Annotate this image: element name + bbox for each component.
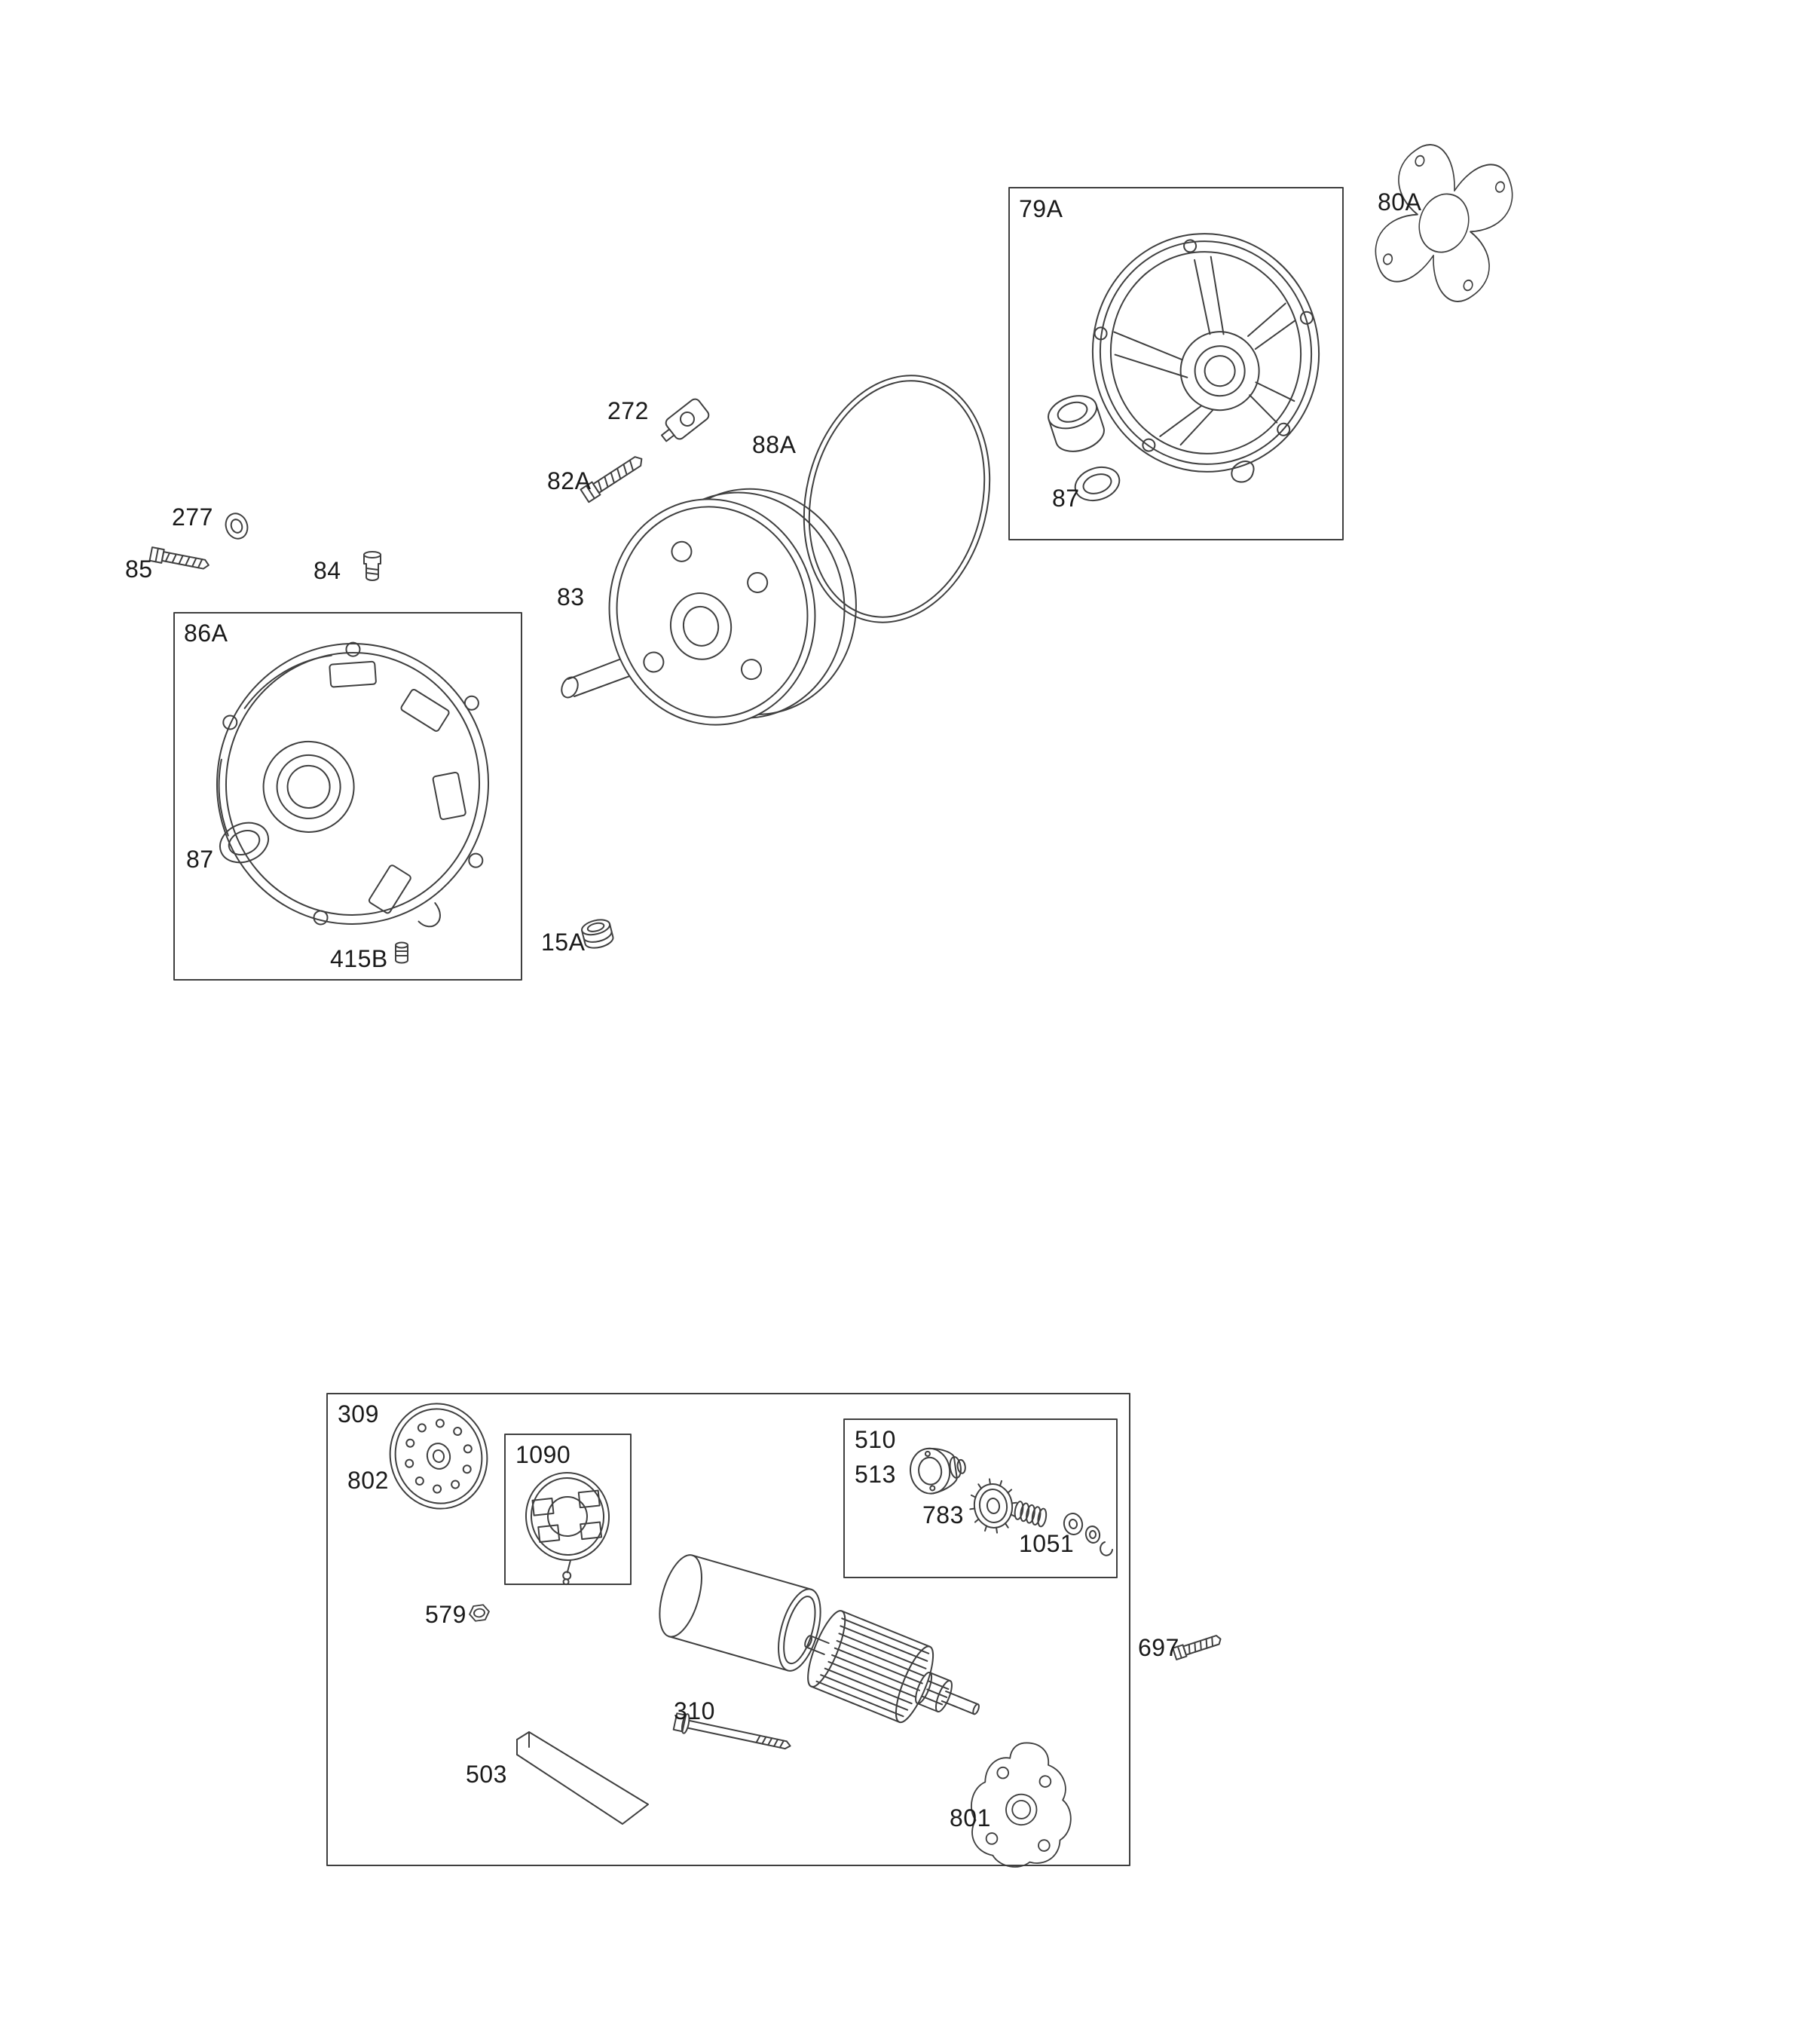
callout-82A: 82A <box>547 467 592 494</box>
group-box-510 <box>843 1418 1118 1578</box>
callout-15A: 15A <box>541 929 586 956</box>
plug-84-drawing <box>363 551 381 581</box>
brush-holder-drawing <box>525 1472 610 1586</box>
group-box-86A <box>173 612 522 981</box>
callout-801: 801 <box>950 1804 991 1831</box>
callout-84: 84 <box>314 557 341 584</box>
pinion-gear-drawing <box>969 1478 1017 1534</box>
callout-513: 513 <box>855 1461 896 1488</box>
callout-88A: 88A <box>752 431 797 458</box>
callout-79A: 79A <box>1019 195 1063 222</box>
drive-drum-drawing <box>561 488 857 726</box>
starter-clutch-drawing <box>910 1447 966 1495</box>
callout-783: 783 <box>922 1501 964 1529</box>
oil-seal-housing-drawing <box>219 822 269 864</box>
screw-82A-drawing <box>580 456 643 503</box>
callout-309: 309 <box>338 1400 379 1428</box>
o-ring-drawing <box>803 375 991 623</box>
callout-272: 272 <box>607 397 649 424</box>
callout-503: 503 <box>466 1761 507 1788</box>
callout-277: 277 <box>172 503 213 531</box>
callout-83: 83 <box>557 583 585 610</box>
oil-seal-cover-drawing <box>1074 466 1121 502</box>
group-box-79A <box>1008 187 1344 540</box>
callout-310: 310 <box>674 1697 715 1724</box>
plug-415B-drawing <box>395 941 408 964</box>
callout-1051: 1051 <box>1019 1530 1075 1557</box>
bracket-503-drawing <box>516 1731 649 1825</box>
nut-579-drawing <box>469 1604 490 1622</box>
gear-cover-drawing <box>1091 233 1320 483</box>
callout-85: 85 <box>125 555 153 583</box>
end-plate-802-drawing <box>389 1403 488 1510</box>
washer-277-drawing <box>225 513 249 540</box>
callout-1090: 1090 <box>515 1441 571 1468</box>
callout-802: 802 <box>347 1467 389 1494</box>
through-bolt-310-drawing <box>672 1712 791 1750</box>
callout-87-cover: 87 <box>1052 485 1080 512</box>
screw-697-drawing <box>1172 1635 1222 1660</box>
callout-579: 579 <box>425 1601 466 1628</box>
retainer-set-1051-drawing <box>1063 1513 1113 1556</box>
end-cap-801-drawing <box>971 1742 1072 1868</box>
screw-85-drawing <box>148 546 210 570</box>
callout-510: 510 <box>855 1426 896 1453</box>
clip-plate-drawing <box>661 398 710 442</box>
callout-80A: 80A <box>1378 188 1422 216</box>
motor-frame-drawing <box>659 1554 821 1672</box>
callout-86A: 86A <box>184 620 228 647</box>
group-box-309 <box>326 1393 1130 1866</box>
callout-415B: 415B <box>330 945 388 972</box>
gear-housing-drawing <box>216 641 490 928</box>
drive-spring-drawing <box>1014 1501 1048 1528</box>
cover-gasket-drawing <box>1375 144 1513 302</box>
callout-87-housing: 87 <box>186 846 214 873</box>
cover-bushing-drawing <box>1048 395 1105 452</box>
bushing-15A-drawing <box>581 919 614 949</box>
armature-drawing <box>804 1610 980 1724</box>
callout-697: 697 <box>1138 1634 1179 1661</box>
